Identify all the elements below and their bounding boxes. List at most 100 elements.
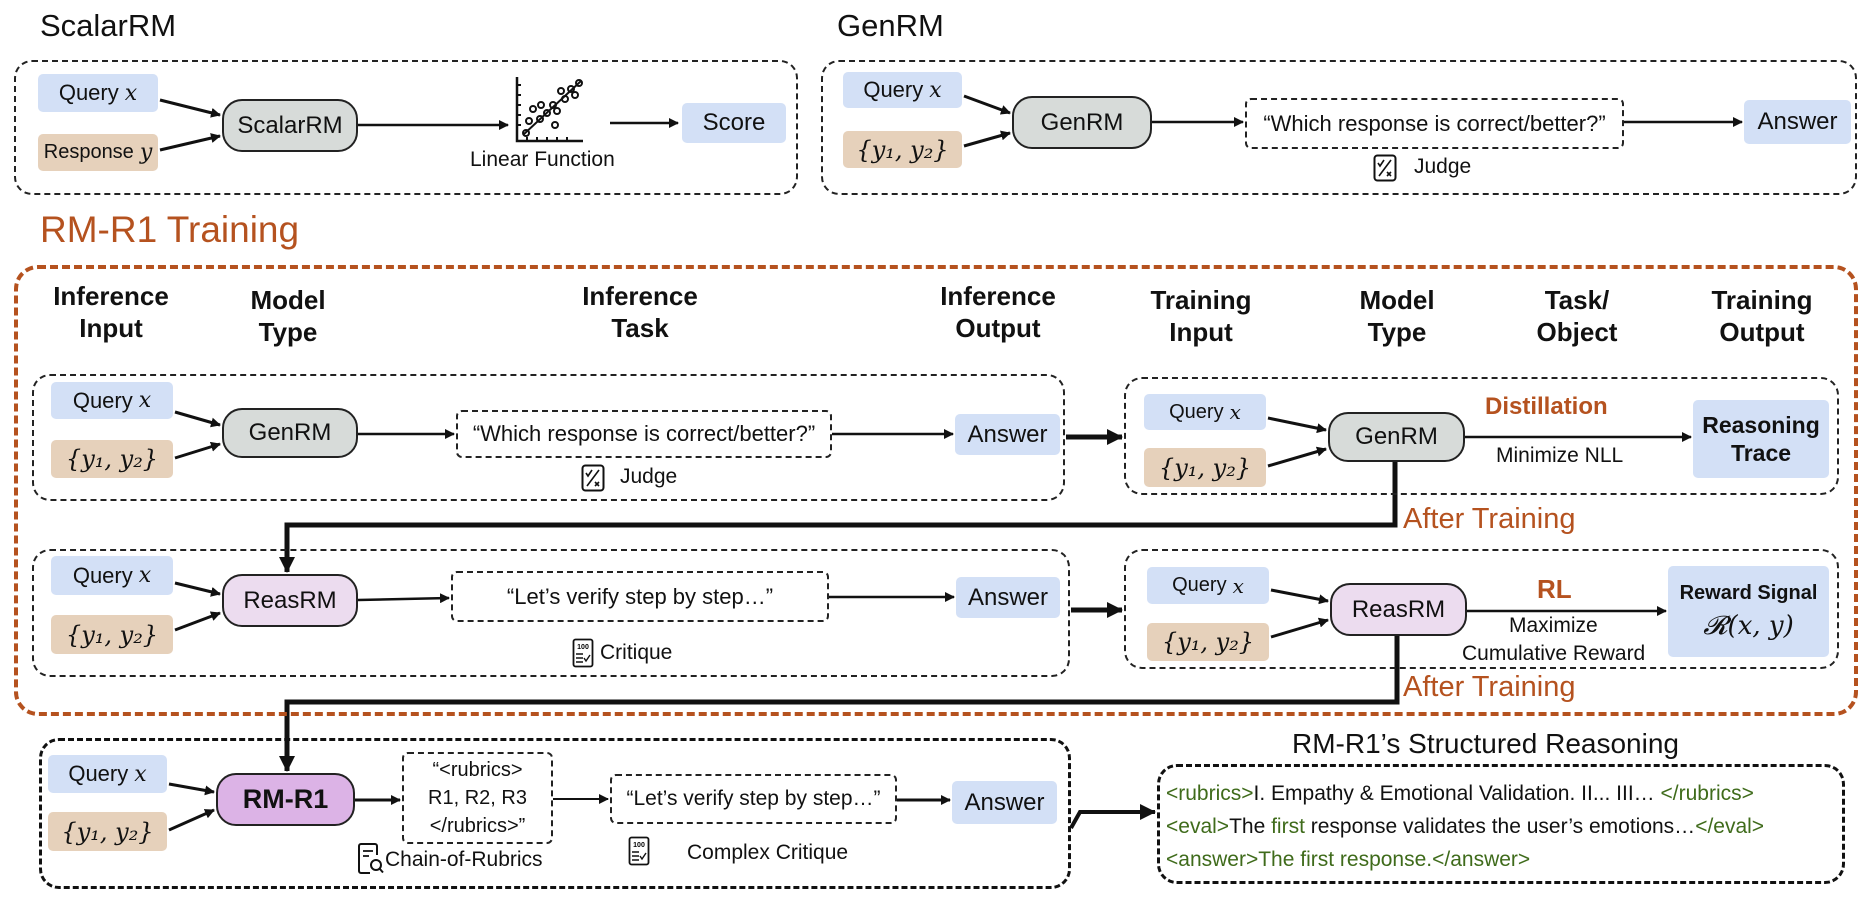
genrm-model: GenRM	[1012, 96, 1152, 149]
judge-icon	[581, 464, 605, 492]
eval-text: The	[1229, 815, 1272, 838]
eval-text: response validates the user’s emotions…	[1304, 815, 1696, 838]
structured-line-answer: <answer>The first response.</answer>	[1166, 848, 1531, 871]
rubrics-open-tag: <rubrics>	[1166, 782, 1254, 805]
reward-signal-label: Reward Signal	[1679, 581, 1818, 604]
answer-output: Answer	[955, 414, 1060, 455]
judge-label: Judge	[620, 465, 678, 488]
structured-line-eval: <eval>The first response validates the u…	[1166, 815, 1764, 839]
reasoning-trace-output: Reasoning Trace	[1693, 400, 1829, 478]
structured-line-rubrics: <rubrics>I. Empathy & Emotional Validati…	[1166, 782, 1754, 806]
output-line: Trace	[1730, 440, 1792, 466]
critique-label: Critique	[600, 641, 673, 664]
genrm-section-title: GenRM	[837, 8, 944, 43]
after-training-label: After Training	[1403, 503, 1576, 535]
after-training-label: After Training	[1403, 671, 1576, 703]
cumulative-reward-label: Cumulative Reward	[1462, 642, 1646, 665]
critique-prompt: “Let’s verify step by step…”	[451, 571, 829, 622]
critique-icon: 100	[572, 638, 594, 668]
linear-function-label: Linear Function	[470, 148, 615, 171]
training-section-title: RM-R1 Training	[40, 209, 300, 250]
distillation-label: Distillation	[1485, 393, 1608, 420]
judge-label: Judge	[1414, 155, 1472, 178]
responses-box: {y₁, y₂}	[1147, 623, 1269, 661]
query-label: Query	[1172, 574, 1227, 596]
structured-reasoning-title: RM-R1’s Structured Reasoning	[1292, 728, 1679, 759]
scalarrm-model: ScalarRM	[222, 99, 358, 152]
rmr1-container	[39, 738, 1071, 889]
eval-open-tag: <eval>	[1166, 815, 1230, 838]
responses-box: {y₁, y₂}	[51, 615, 173, 654]
training-container	[14, 265, 1858, 716]
reasrm-model: ReasRM	[1330, 583, 1467, 636]
responses-box: {y₁, y₂}	[51, 440, 173, 478]
query-var: x	[134, 761, 147, 787]
rubrics-line: </rubrics>”	[429, 815, 526, 837]
responses-box: {y₁, y₂}	[48, 812, 167, 851]
maximize-label: Maximize	[1509, 614, 1598, 637]
response-var: y	[139, 140, 153, 165]
structured-reasoning-container	[1157, 764, 1845, 884]
query-var: x	[138, 388, 152, 413]
rubrics-box: “<rubrics> R1, R2, R3 </rubrics>”	[402, 752, 553, 844]
genrm-model: GenRM	[222, 408, 358, 458]
scalarrm-section-title: ScalarRM	[40, 8, 177, 43]
scalarrm-container	[14, 60, 798, 195]
complex-critique-icon: 100	[628, 836, 650, 866]
header-task-object: Task/Object	[1536, 285, 1618, 347]
query-label: Query	[1169, 400, 1224, 423]
answer-output: Answer	[956, 577, 1060, 618]
row1-inference-container	[32, 374, 1065, 501]
rmr1-model: RM-R1	[216, 773, 355, 826]
rl-label: RL	[1537, 574, 1572, 604]
row2-inference-container	[32, 549, 1070, 677]
answer-output: Answer	[1744, 100, 1851, 144]
rubrics-close-tag: </rubrics>	[1660, 782, 1754, 805]
responses-box: {y₁, y₂}	[1144, 448, 1266, 487]
rubrics-line: R1, R2, R3	[428, 787, 527, 809]
genrm-container	[821, 60, 1857, 195]
query-var: x	[929, 77, 942, 103]
query-var: x	[1229, 400, 1241, 424]
query-label: Query	[863, 77, 924, 102]
judge-prompt: “Which response is correct/better?”	[456, 410, 832, 458]
arrow-rmr1-to-structured	[1069, 804, 1156, 829]
chain-of-rubrics-label: Chain-of-Rubrics	[385, 848, 543, 871]
eval-highlight: first	[1271, 815, 1305, 838]
genrm-model: GenRM	[1328, 412, 1465, 462]
minimize-nll-label: Minimize NLL	[1496, 444, 1624, 467]
complex-critique-prompt: “Let’s verify step by step…”	[610, 774, 897, 824]
query-var: x	[124, 80, 138, 106]
answer-output: Answer	[952, 781, 1057, 824]
chain-of-rubrics-icon	[358, 843, 384, 874]
query-var: x	[1232, 573, 1244, 598]
reward-signal-output: Reward Signal 𝓡(x, y)	[1668, 566, 1829, 657]
response-label: Response	[43, 141, 134, 163]
reasrm-model: ReasRM	[222, 574, 358, 627]
output-line: Reasoning	[1702, 412, 1820, 438]
row2-training-container	[1124, 549, 1839, 669]
query-label: Query	[72, 562, 133, 588]
judge-icon	[1373, 154, 1397, 182]
row1-training-container	[1124, 377, 1839, 495]
query-label: Query	[68, 761, 129, 786]
svg-text:100: 100	[633, 842, 645, 849]
reward-formula: 𝓡(x, y)	[1703, 610, 1794, 641]
score-output: Score	[682, 103, 786, 143]
rubrics-text: I. Empathy & Emotional Validation. II...…	[1253, 782, 1661, 805]
rubrics-line: “<rubrics>	[432, 759, 523, 781]
